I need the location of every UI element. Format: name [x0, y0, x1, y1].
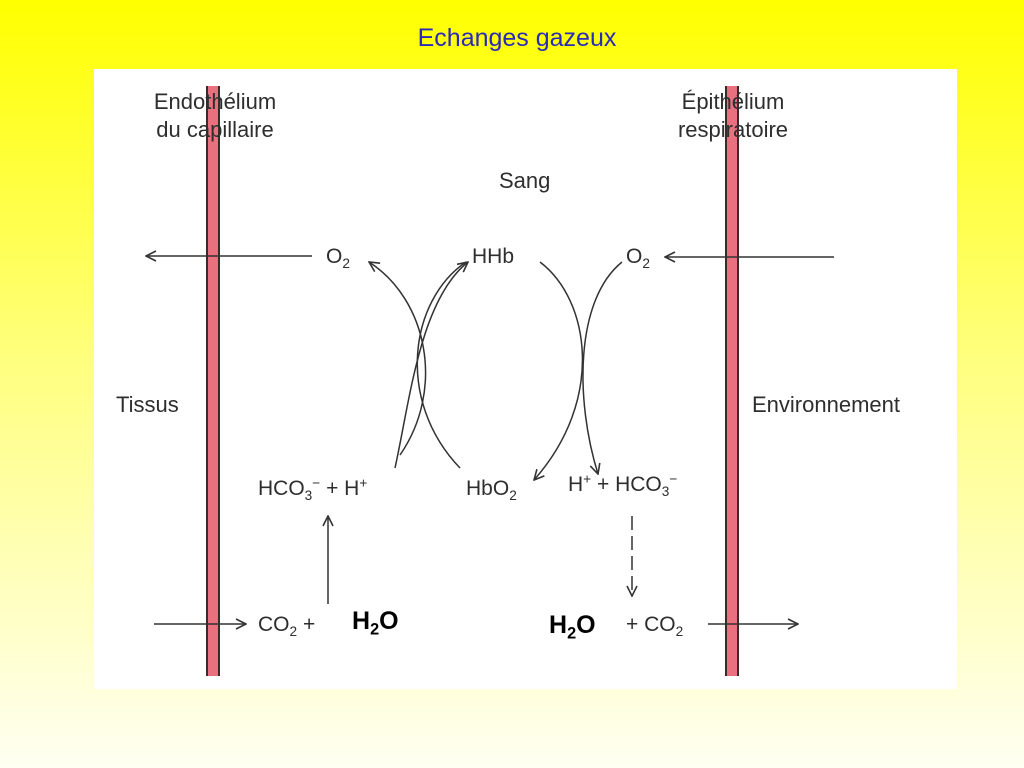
hhb-label: HHb: [472, 245, 515, 268]
h-left-to-hhb-curve: [394, 262, 468, 469]
co2-right-label: + CO2: [626, 613, 683, 638]
co2-left-label: CO2 +: [258, 613, 316, 638]
h2o-left-base: H: [352, 607, 371, 635]
epithelium-label-line2: respiratoire: [677, 116, 789, 142]
hco3-h-left-label: HCO3− + H+: [258, 475, 368, 502]
h-left-base: + H: [326, 477, 360, 500]
capillary-endothelium-membrane: [206, 86, 220, 676]
hco3-left-sub: 3: [304, 487, 313, 503]
h2o-left-sub: 2: [370, 620, 380, 639]
o2-right-label: O2: [626, 245, 650, 270]
h2o-right-sub: 2: [567, 624, 577, 643]
epithelium-label: Épithélium respiratoire: [648, 88, 818, 143]
hbo2-to-o2-left-curve: [369, 262, 427, 456]
h-right-sup: +: [583, 471, 592, 487]
co2-right-base: + CO: [626, 613, 676, 636]
co2-right-sub: 2: [675, 623, 684, 639]
diagram-panel: [94, 69, 957, 689]
o2-right-to-h-curve: [582, 261, 623, 474]
h-left-sup: +: [359, 475, 368, 491]
o2-right-base: O: [626, 245, 643, 268]
tissues-label: Tissus: [116, 392, 179, 417]
co2-left-base: CO: [258, 613, 290, 636]
h2o-right-label: H2O: [549, 611, 596, 642]
hhb-to-hbo2-left-curve: [416, 261, 467, 469]
h2o-right-tail: O: [576, 611, 596, 639]
hco3-left-base: HCO: [258, 477, 305, 500]
o2-left-sub: 2: [342, 255, 350, 271]
co2-left-plus: +: [302, 613, 316, 636]
h2o-right-base: H: [549, 611, 568, 639]
endothelium-label-line1: Endothélium: [153, 89, 277, 114]
hco3-right-sup: −: [669, 471, 678, 487]
respiratory-epithelium-membrane: [725, 86, 739, 676]
h2o-left-tail: O: [379, 607, 399, 635]
environment-label: Environnement: [752, 392, 900, 417]
h-hco3-right-label: H+ + HCO3−: [568, 471, 678, 498]
hbo2-sub: 2: [509, 487, 517, 503]
epithelium-label-line1: Épithélium: [681, 89, 785, 114]
hco3-right-base: + HCO: [596, 473, 662, 496]
hco3-left-sup: −: [312, 475, 321, 491]
endothelium-label-line2: du capillaire: [156, 116, 274, 142]
hbo2-base: HbO: [466, 477, 510, 500]
endothelium-label: Endothélium du capillaire: [130, 88, 300, 143]
co2-left-sub: 2: [289, 623, 298, 639]
h2o-left-label: H2O: [352, 607, 399, 638]
slide-title: Echanges gazeux: [417, 24, 617, 52]
hbo2-label: HbO2: [466, 477, 517, 502]
blood-label: Sang: [499, 168, 551, 193]
hco3-right-sub: 3: [661, 483, 670, 499]
o2-left-base: O: [326, 245, 343, 268]
hhb-to-hbo2-right-curve: [534, 261, 584, 480]
o2-left-label: O2: [326, 245, 350, 270]
o2-right-sub: 2: [642, 255, 650, 271]
h-right-base: H: [568, 473, 584, 496]
